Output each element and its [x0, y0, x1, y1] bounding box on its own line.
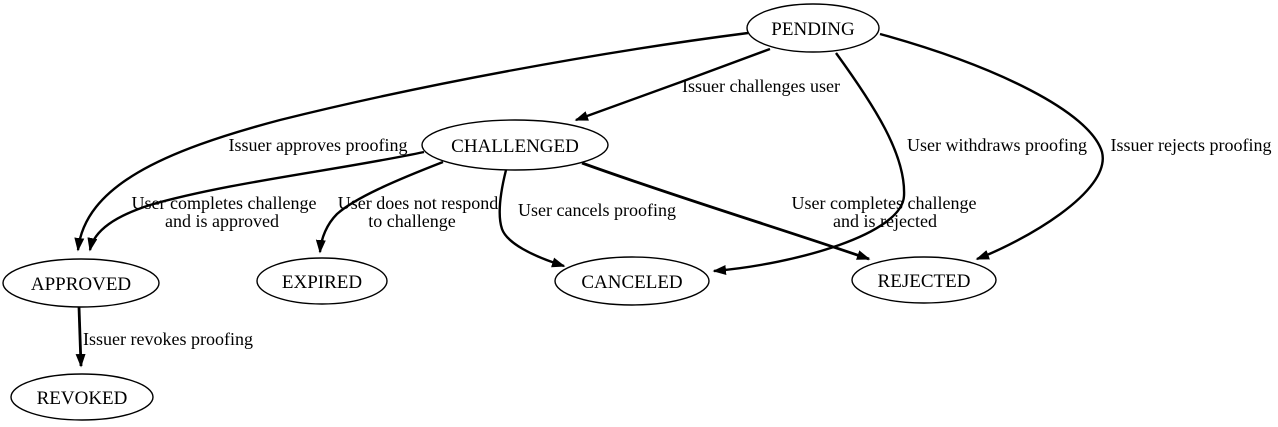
state-label-expired: EXPIRED	[282, 272, 362, 293]
state-label-pending: PENDING	[771, 19, 855, 40]
edge-arrow-pending-to-rejected	[879, 32, 1104, 261]
state-ellipse-revoked	[10, 373, 154, 421]
state-ellipse-approved	[2, 258, 160, 308]
edge-challenged-to-expired: User does not respond to challenge	[315, 160, 498, 254]
edge-arrow-challenged-to-rejected	[581, 161, 871, 261]
edge-pending-to-approved: Issuer approves proofing	[74, 31, 749, 252]
edge-label-challenged-to-approved-line1: User completes challenge	[132, 193, 317, 213]
state-label-challenged: CHALLENGED	[451, 136, 579, 157]
edge-pending-to-rejected: Issuer rejects proofing	[879, 32, 1272, 261]
edge-label-challenged-to-approved-line2: and is approved	[165, 211, 279, 231]
edge-label-pending-to-canceled: User withdraws proofing	[907, 135, 1087, 155]
state-ellipse-pending	[746, 3, 880, 53]
edge-label-challenged-to-rejected-line1: User completes challenge	[792, 193, 977, 213]
edge-group: Issuer challenges user Issuer approves p…	[74, 31, 1272, 368]
edge-arrow-approved-to-revoked	[75, 306, 86, 368]
edge-pending-to-canceled: User withdraws proofing	[712, 52, 1087, 275]
edge-challenged-to-approved: User completes challenge and is approved	[87, 150, 425, 252]
edge-challenged-to-canceled: User cancels proofing	[498, 169, 676, 268]
edge-label-challenged-to-expired-line1: User does not respond	[338, 193, 498, 213]
edge-label-pending-to-challenged: Issuer challenges user	[682, 76, 840, 96]
edge-pending-to-challenged: Issuer challenges user	[574, 47, 840, 122]
edge-arrow-pending-to-challenged	[574, 47, 771, 122]
state-node-approved: APPROVED	[2, 258, 160, 308]
state-label-canceled: CANCELED	[581, 272, 682, 293]
edge-label-pending-to-rejected: Issuer rejects proofing	[1111, 135, 1272, 155]
state-label-revoked: REVOKED	[37, 388, 128, 409]
edge-arrow-challenged-to-expired	[315, 160, 444, 254]
state-ellipse-canceled	[554, 256, 710, 306]
edge-arrow-pending-to-approved	[74, 31, 749, 252]
edge-label-challenged-to-canceled: User cancels proofing	[518, 200, 676, 220]
state-node-canceled: CANCELED	[554, 256, 710, 306]
edge-label-challenged-to-rejected-line2: and is rejected	[833, 211, 937, 231]
state-node-expired: EXPIRED	[256, 257, 388, 305]
node-group: PENDING CHALLENGED APPROVED EXPIRED CANC…	[2, 3, 997, 421]
state-node-revoked: REVOKED	[10, 373, 154, 421]
state-label-rejected: REJECTED	[878, 271, 971, 292]
state-label-approved: APPROVED	[31, 274, 131, 295]
state-node-pending: PENDING	[746, 3, 880, 53]
edge-arrow-challenged-to-canceled	[498, 169, 566, 268]
state-node-rejected: REJECTED	[851, 256, 997, 304]
edge-label-approved-to-revoked: Issuer revokes proofing	[83, 329, 253, 349]
edge-arrow-challenged-to-approved	[87, 150, 425, 252]
state-ellipse-challenged	[421, 119, 609, 171]
edge-label-pending-to-approved: Issuer approves proofing	[229, 135, 408, 155]
edge-arrow-pending-to-canceled	[712, 52, 906, 275]
state-node-challenged: CHALLENGED	[421, 119, 609, 171]
state-ellipse-rejected	[851, 256, 997, 304]
edge-challenged-to-rejected: User completes challenge and is rejected	[581, 161, 977, 261]
edge-label-challenged-to-expired-line2: to challenge	[368, 211, 455, 231]
state-ellipse-expired	[256, 257, 388, 305]
edge-approved-to-revoked: Issuer revokes proofing	[75, 306, 253, 368]
